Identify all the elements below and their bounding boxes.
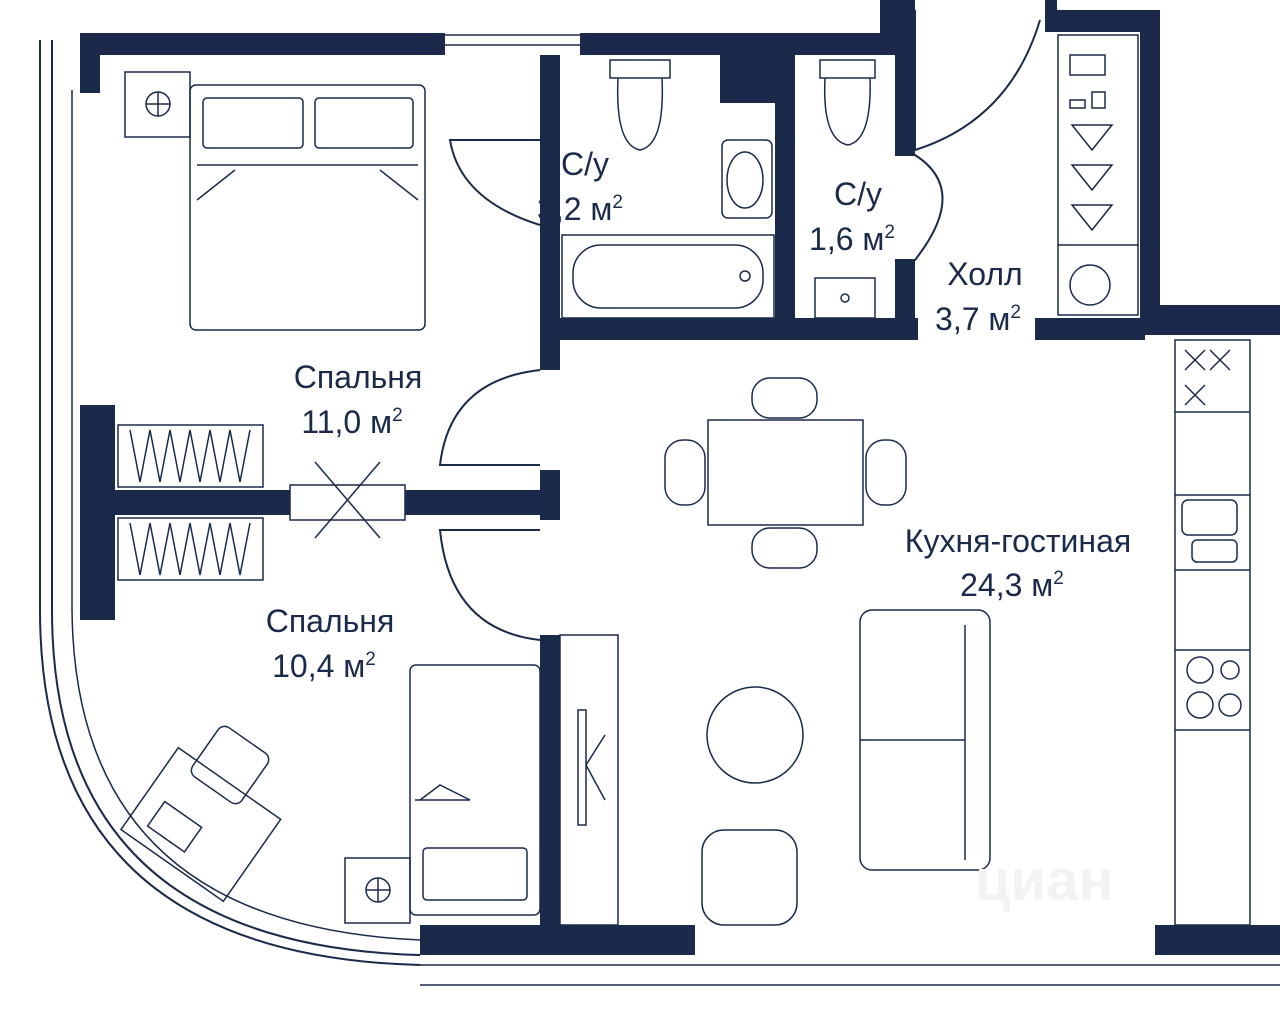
room-name: Кухня-гостиная: [905, 523, 1131, 559]
coffee-table-and-armchair: [701, 686, 804, 926]
single-bed: [409, 664, 541, 916]
nightstand: [124, 71, 191, 138]
room-area: 3,7 м2: [935, 301, 1021, 337]
room-area: 10,4 м2: [272, 648, 376, 684]
room-label-bedroom-1: Спальня 11,0 м2: [294, 359, 423, 440]
doors: [289, 10, 1041, 641]
room-name: Холл: [947, 256, 1022, 292]
room-label-bedroom-2: Спальня 10,4 м2: [266, 603, 395, 684]
hall-wardrobe: [1057, 34, 1139, 316]
room-area: 3,2 м2: [537, 191, 623, 227]
double-bed: [189, 84, 426, 331]
desk-with-laptop: [119, 725, 282, 903]
walls: [80, 0, 1280, 955]
facade-outline: [39, 34, 1280, 986]
bathroom-1-fixtures: [561, 59, 775, 319]
tv-console: [559, 634, 619, 926]
room-label-kitchen-living: Кухня-гостиная 24,3 м2: [905, 523, 1131, 603]
room-name: Спальня: [266, 603, 395, 639]
dining-table: [664, 377, 907, 569]
room-name: С/у: [561, 146, 609, 182]
watermark-logo: циан: [975, 848, 1114, 913]
kitchen-counter: [1174, 339, 1251, 926]
room-area: 11,0 м2: [301, 404, 402, 440]
room-label-bathroom-2: С/у 1,6 м2: [809, 176, 895, 257]
room-label-bathroom-1: С/у 3,2 м2: [537, 146, 623, 227]
wardrobes: [117, 424, 264, 581]
nightstand-2: [344, 857, 411, 924]
room-area: 1,6 м2: [809, 221, 895, 257]
room-area: 24,3 м2: [960, 567, 1064, 603]
sofa: [859, 609, 991, 871]
room-name: Спальня: [294, 359, 423, 395]
room-label-hall: Холл 3,7 м2: [935, 256, 1023, 337]
room-name: С/у: [834, 176, 882, 212]
bathroom-2-fixtures: [814, 59, 876, 319]
